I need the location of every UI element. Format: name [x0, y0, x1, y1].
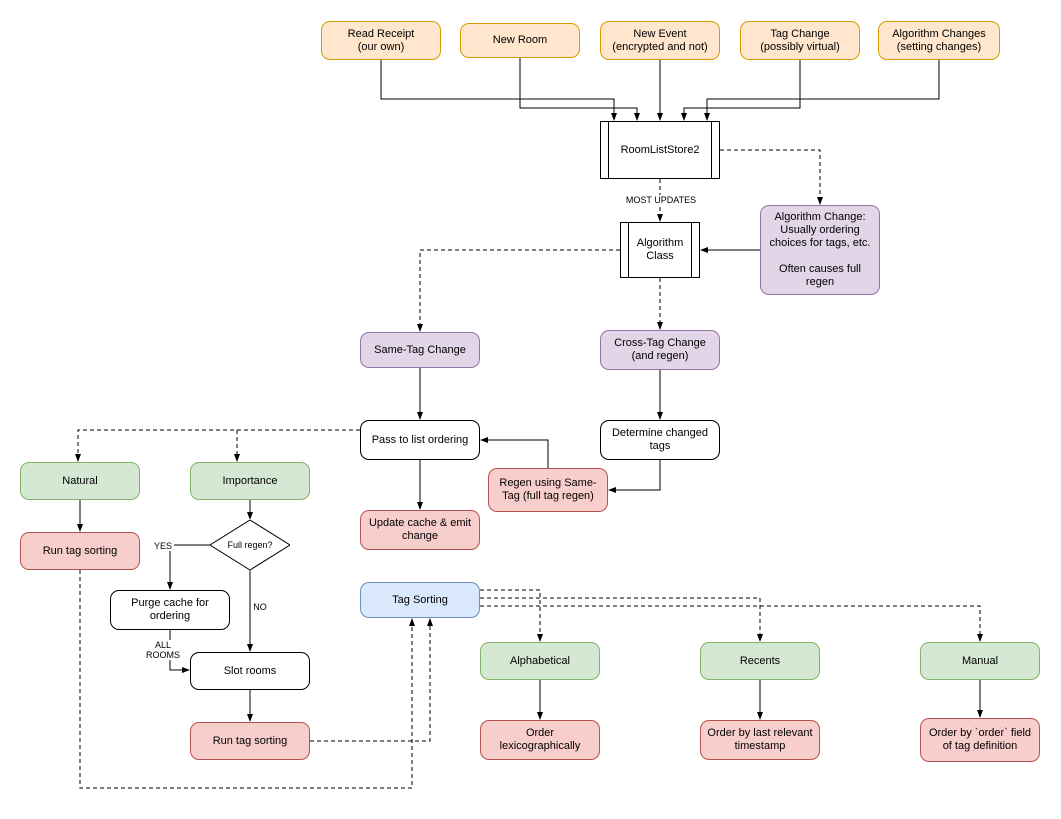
edge-regen-same-tag-to-pass-to-list-ordering [480, 437, 549, 468]
edge-tag-sorting-to-alphabetical [480, 589, 543, 642]
edge-algorithm-class-to-same-tag-change [417, 249, 620, 332]
edge-determine-changed-tags-to-regen-same-tag [608, 460, 661, 493]
edge-tag-sorting-to-manual [480, 605, 983, 642]
edge-read-receipt-to-room-list-store-2 [380, 60, 617, 121]
edge-tag-change-to-room-list-store-2 [681, 60, 801, 121]
edge-run-tag-sorting-2-to-tag-sorting [310, 618, 433, 742]
edge-new-room-to-room-list-store-2 [519, 58, 640, 121]
edge-algorithm-changes-to-room-list-store-2 [704, 60, 940, 121]
edge-purge-cache-to-slot-rooms [169, 630, 190, 673]
edge-pass-to-list-ordering-to-natural [75, 429, 360, 462]
edge-full-regen-decision-to-purge-cache [167, 544, 210, 590]
edge-tag-sorting-to-recents [480, 597, 763, 642]
edge-room-list-store-2-to-algorithm-change-note [720, 149, 823, 205]
edge-run-tag-sorting-1-to-tag-sorting [79, 570, 415, 789]
